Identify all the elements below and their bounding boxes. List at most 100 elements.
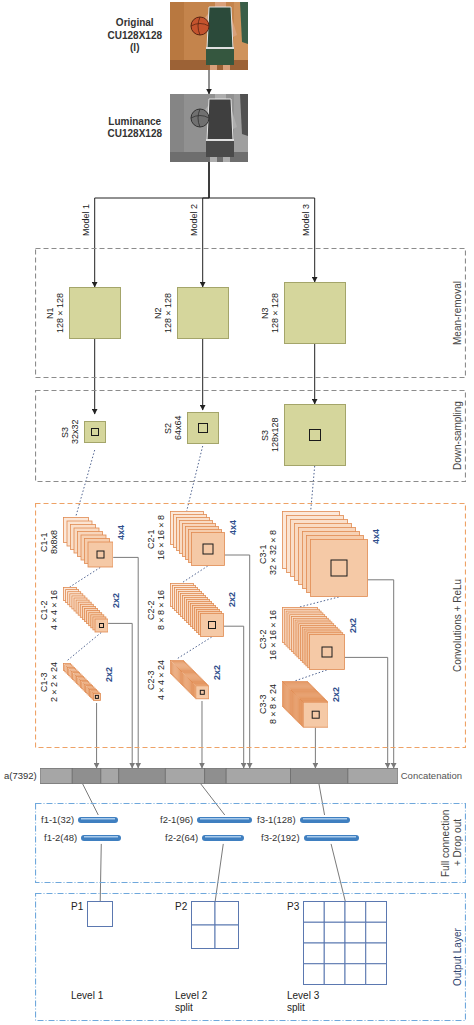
bar-highlight bbox=[81, 818, 115, 820]
grid-cell bbox=[324, 964, 345, 985]
connector bbox=[177, 637, 212, 659]
connector bbox=[345, 657, 388, 768]
image-node: Original CU128X128 (I) bbox=[108, 2, 248, 70]
player-leg bbox=[223, 65, 230, 70]
grid-cell bbox=[324, 922, 345, 943]
node-text: C3-2 16×16×16 bbox=[258, 618, 279, 660]
connector bbox=[67, 633, 102, 662]
feature-map-node: N2 128×128 bbox=[153, 287, 229, 339]
region-outline bbox=[35, 803, 466, 883]
connector bbox=[209, 70, 210, 94]
connector bbox=[319, 784, 325, 815]
kernel-window bbox=[198, 424, 207, 433]
grid-cell bbox=[324, 943, 345, 964]
concatenation-node: a(7392)Concatenation bbox=[4, 768, 462, 784]
output-node: P2Level 2 split bbox=[175, 901, 239, 1013]
kernel-window bbox=[322, 647, 332, 657]
feature-stack bbox=[282, 681, 329, 728]
region-label-box: Convolutions + ReLu bbox=[452, 507, 464, 744]
conv-layer-node: C2-2 8×8×16 bbox=[146, 583, 224, 637]
dashed-border bbox=[36, 894, 466, 1021]
dense-layer-node: f2-1(96) bbox=[160, 815, 252, 826]
dashed-border bbox=[36, 249, 466, 378]
output-node: P1Level 1 bbox=[71, 901, 113, 1002]
connector bbox=[331, 844, 345, 901]
dense-bar bbox=[300, 817, 350, 823]
node-text: N3 128×128 bbox=[260, 292, 281, 334]
edge-label: 2x2 bbox=[212, 665, 222, 680]
bar-segment bbox=[101, 769, 119, 784]
node-text: Output Layer bbox=[452, 897, 464, 1017]
bar-highlight bbox=[84, 836, 118, 838]
conv-layer-node: C1-2 4×4×16 bbox=[39, 587, 108, 633]
feature-map-node: N3 128×128 bbox=[260, 282, 346, 344]
node-text: f3-2(192) bbox=[261, 833, 300, 844]
connector bbox=[95, 162, 209, 287]
connector bbox=[83, 784, 99, 815]
bar-body bbox=[202, 835, 244, 841]
connector bbox=[300, 597, 339, 607]
connector bbox=[203, 162, 209, 287]
edge-label: 2x2 bbox=[104, 667, 114, 682]
connector bbox=[100, 844, 101, 901]
dense-layer-node: f1-2(48) bbox=[44, 833, 121, 844]
connector bbox=[295, 670, 327, 681]
connector bbox=[215, 844, 223, 901]
feature-map bbox=[95, 619, 108, 632]
feature-square bbox=[84, 421, 106, 443]
grid-cell bbox=[192, 902, 216, 926]
connector bbox=[368, 580, 394, 768]
conv-layer-node: C3-2 16×16×16 bbox=[258, 607, 345, 670]
dashed-border bbox=[36, 391, 466, 482]
kernel-window bbox=[99, 624, 103, 628]
wall-panel bbox=[170, 94, 184, 162]
edge-label: 2x2 bbox=[348, 618, 358, 633]
bar-highlight bbox=[303, 818, 347, 820]
grid-cell bbox=[345, 902, 366, 923]
wall bbox=[170, 2, 248, 70]
output-grid bbox=[87, 901, 113, 927]
stage-region: Down-samplingS3 32x32S2 64x64S3 128x128 bbox=[35, 390, 466, 482]
kernel-window bbox=[309, 430, 320, 441]
kernel-window bbox=[91, 429, 98, 436]
node-text: Original CU128X128 (I) bbox=[108, 17, 162, 55]
output-row: P2 bbox=[175, 901, 239, 987]
grid-cell bbox=[304, 964, 325, 985]
conv-layer-node: C3-3 8×8×24 bbox=[258, 681, 328, 728]
output-grid bbox=[191, 901, 239, 949]
grid-cell bbox=[345, 922, 366, 943]
region-label-box: Down-sampling bbox=[452, 394, 464, 478]
feature-stack bbox=[170, 583, 224, 637]
conv-layer-node: C1-1 8x8x8 bbox=[39, 517, 113, 568]
node-text: C2-3 4×4×24 bbox=[146, 659, 167, 701]
grid-cell bbox=[304, 902, 325, 923]
dashed-border bbox=[36, 804, 466, 883]
feature-square bbox=[284, 404, 346, 466]
region-label-box: Output Layer bbox=[452, 897, 464, 1017]
output-grid bbox=[303, 901, 387, 985]
ball-seam bbox=[191, 17, 209, 35]
bar-highlight bbox=[200, 818, 249, 820]
node-text: f3-1(128) bbox=[257, 815, 296, 826]
node-text: Level 3 split bbox=[287, 990, 331, 1013]
grid-cell bbox=[215, 925, 239, 949]
node-text: Full connection + Drop out bbox=[440, 807, 463, 879]
square bbox=[177, 288, 228, 339]
node-text: C2-2 8×8×16 bbox=[146, 589, 167, 631]
wall bbox=[170, 94, 248, 162]
grid-cell bbox=[324, 902, 345, 923]
region-label-box: Full connection + Drop out bbox=[440, 807, 463, 879]
kernel-window bbox=[97, 551, 104, 558]
ball-seam bbox=[191, 109, 209, 127]
grid-cell bbox=[366, 964, 387, 985]
dense-bar bbox=[78, 817, 118, 823]
edge-label: 2x2 bbox=[331, 687, 341, 702]
kernel-window bbox=[312, 711, 319, 718]
dense-bar bbox=[304, 835, 359, 841]
node-text: Down-sampling bbox=[452, 394, 464, 478]
node-text: S3 32x32 bbox=[60, 414, 81, 450]
ball bbox=[191, 109, 209, 127]
feature-square bbox=[69, 287, 121, 339]
wall-panel bbox=[234, 2, 248, 70]
node-text: P3 bbox=[287, 901, 299, 913]
